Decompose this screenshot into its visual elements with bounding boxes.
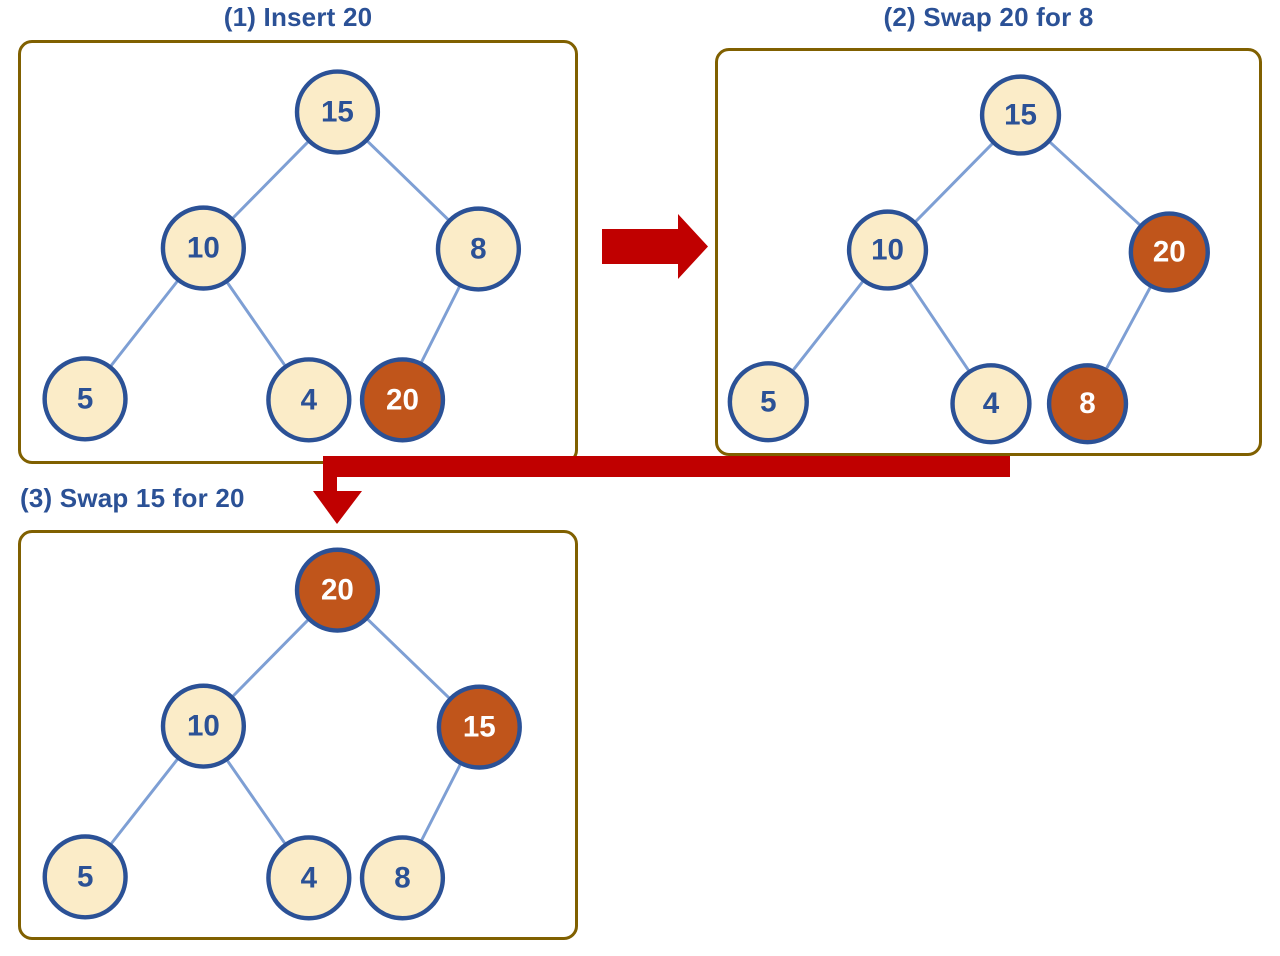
node-circle[interactable] <box>160 205 246 291</box>
node-circle[interactable] <box>846 209 929 291</box>
node-circle[interactable] <box>950 363 1032 445</box>
node-circle[interactable] <box>160 683 247 769</box>
panel-title-2: (2) Swap 20 for 8 <box>883 2 1094 32</box>
tree-node[interactable]: 20 <box>1128 211 1210 293</box>
tree-node[interactable]: 10 <box>160 205 246 291</box>
node-label: 15 <box>321 96 354 129</box>
node-circle-highlighted[interactable] <box>1128 211 1210 293</box>
edge-group <box>108 616 463 847</box>
tree-edge <box>224 757 288 847</box>
tree-node[interactable]: 4 <box>266 835 352 921</box>
tree-node[interactable]: 8 <box>1046 363 1129 445</box>
node-circle[interactable] <box>435 206 522 292</box>
tree-node[interactable]: 20 <box>359 357 446 443</box>
node-circle[interactable] <box>727 361 809 443</box>
node-label: 10 <box>187 710 220 743</box>
tree-edge <box>230 617 311 699</box>
tree-node[interactable]: 15 <box>979 74 1062 156</box>
tree-edge <box>907 280 971 374</box>
tree-node[interactable]: 5 <box>42 834 128 920</box>
node-label: 5 <box>77 382 93 415</box>
tree-edge <box>364 138 451 223</box>
tree-edge <box>224 279 288 369</box>
node-label: 4 <box>301 383 318 416</box>
tree-node[interactable]: 20 <box>294 547 381 633</box>
tree-edge <box>913 140 996 225</box>
tree-edge <box>365 616 452 701</box>
tree-node[interactable]: 5 <box>727 361 809 443</box>
tree-edge <box>1104 284 1153 372</box>
tree-graph-2: 15 10 20 5 4 8 <box>727 74 1210 445</box>
node-circle-highlighted[interactable] <box>436 684 522 770</box>
node-label: 10 <box>187 232 220 265</box>
node-label: 8 <box>470 233 486 266</box>
node-circle-highlighted[interactable] <box>1046 363 1129 445</box>
tree-node[interactable]: 8 <box>359 835 446 921</box>
panel-box-2: 15 10 20 5 4 8 <box>715 48 1262 456</box>
node-label: 5 <box>77 860 93 893</box>
node-label: 15 <box>463 711 496 744</box>
tree-node[interactable]: 5 <box>42 356 128 442</box>
node-circle[interactable] <box>979 74 1062 156</box>
tree-edge <box>419 283 462 366</box>
tree-edge <box>108 278 180 369</box>
panel-box-1: 15 10 8 5 4 20 <box>18 40 578 464</box>
node-label: 20 <box>1153 235 1186 268</box>
node-circle-highlighted[interactable] <box>294 547 381 633</box>
tree-edge <box>1047 139 1143 228</box>
tree-node[interactable]: 4 <box>950 363 1032 445</box>
tree-edge <box>230 139 311 221</box>
tree-node[interactable]: 4 <box>266 357 352 443</box>
tree-node[interactable]: 15 <box>436 684 522 770</box>
panel-title-1: (1) Insert 20 <box>223 2 373 32</box>
edge-group <box>108 138 462 369</box>
node-circle[interactable] <box>42 356 128 442</box>
tree-node[interactable]: 15 <box>294 69 381 155</box>
node-circle[interactable] <box>359 835 446 921</box>
panel-title-3: (3) Swap 15 for 20 <box>20 483 245 513</box>
node-label: 10 <box>871 234 904 267</box>
edge-group <box>790 139 1153 374</box>
tree-graph-3: 20 10 15 5 4 8 <box>42 547 522 921</box>
tree-edge <box>108 756 180 847</box>
node-label: 4 <box>301 861 318 894</box>
tree-graph-1: 15 10 8 5 4 20 <box>42 69 522 443</box>
node-circle-highlighted[interactable] <box>359 357 446 443</box>
node-circle[interactable] <box>266 357 352 443</box>
node-circle[interactable] <box>42 834 128 920</box>
tree-node[interactable]: 8 <box>435 206 522 292</box>
tree-node[interactable]: 10 <box>846 209 929 291</box>
node-label: 20 <box>321 574 354 607</box>
tree-edge <box>419 761 463 844</box>
arrow-step1-to-step2 <box>602 214 708 279</box>
node-label: 4 <box>983 387 1000 420</box>
panel-box-3: 20 10 15 5 4 8 <box>18 530 578 940</box>
node-circle[interactable] <box>294 69 381 155</box>
node-label: 8 <box>394 861 410 894</box>
node-label: 5 <box>760 385 776 418</box>
node-circle[interactable] <box>266 835 352 921</box>
node-label: 15 <box>1004 99 1037 132</box>
tree-edge <box>790 278 866 374</box>
node-label: 8 <box>1079 387 1095 420</box>
node-label: 20 <box>386 383 419 416</box>
tree-node[interactable]: 10 <box>160 683 247 769</box>
